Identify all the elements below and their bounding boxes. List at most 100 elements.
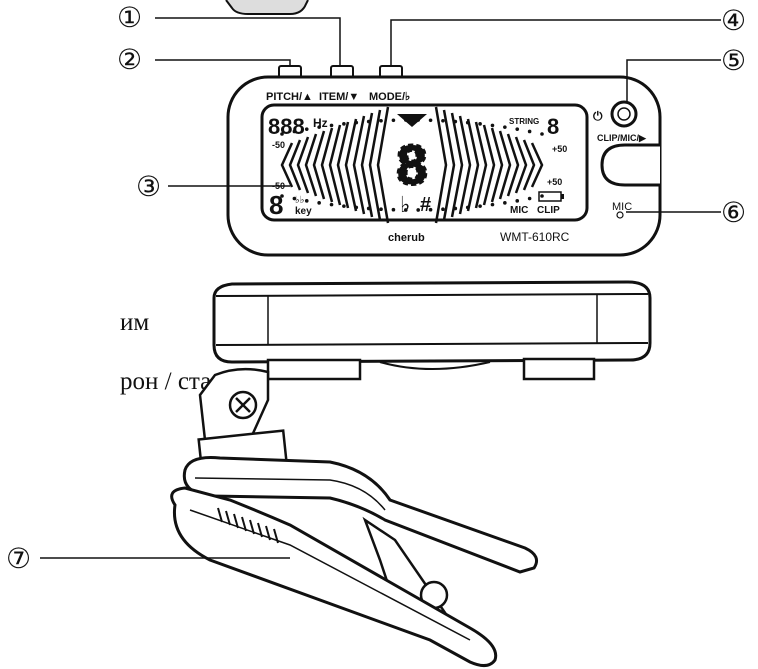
frequency-unit: Hz [313, 116, 328, 130]
meter-dot [280, 194, 284, 198]
flat-symbol: ♭ [400, 192, 410, 217]
meter-dot [515, 127, 520, 131]
meter-chevron-left [312, 130, 326, 200]
meter-chevron-right [514, 136, 528, 194]
clip-tooth [241, 516, 247, 532]
clip-tooth [249, 519, 255, 535]
mic-label: MIC [612, 201, 632, 213]
meter-dot [354, 120, 359, 125]
meter-chevron-left [296, 136, 310, 194]
clip-tooth [225, 510, 231, 526]
mode-button-label: MODE/♭ [369, 91, 410, 103]
clip-tooth [217, 507, 223, 523]
callout-1: ① [117, 3, 142, 34]
callout-line-5 [626, 59, 721, 102]
meter-dot [354, 205, 359, 210]
brand-logo: cherub [388, 232, 425, 244]
meter-chevron-left [376, 106, 390, 224]
meter-chevron-right [506, 133, 520, 197]
meter-chevron-right [466, 118, 480, 212]
battery-tip [561, 194, 564, 199]
callout-6: ⑥ [721, 198, 746, 229]
meter-dot [329, 202, 334, 207]
meter-dot [503, 125, 507, 129]
meter-chevron-right [498, 130, 512, 200]
meter-dot [416, 208, 420, 212]
meter-chevron-left [328, 124, 342, 206]
tuning-meter [280, 106, 544, 224]
callout-line-1 [155, 17, 341, 66]
display-mic-label: MIC [510, 205, 528, 216]
clip-tooth [257, 522, 263, 538]
meter-dot [304, 127, 309, 131]
meter-chevron-right [522, 139, 536, 191]
meter-dot [342, 122, 346, 126]
key-label: key [295, 206, 312, 217]
tuner-front: PITCH/▲ ITEM/▼ MODE/♭ 888 Hz STRING 8 -5… [226, 65, 662, 257]
note-digit: 8 [396, 133, 427, 196]
meter-chevron-left [280, 142, 294, 188]
meter-chevron-right [458, 115, 472, 215]
cents-right-bottom: +50 [547, 177, 562, 187]
callout-line-4 [390, 19, 721, 66]
meter-dot [379, 118, 383, 123]
side-seam-top [215, 293, 649, 297]
callout-3: ③ [136, 172, 161, 203]
clip-tooth [273, 528, 279, 544]
meter-chevron-left [320, 127, 334, 203]
meter-dot [404, 208, 408, 212]
meter-chevron-left [288, 139, 302, 191]
meter-dot [540, 194, 544, 198]
meter-dot [490, 202, 495, 207]
meter-dot [453, 119, 458, 124]
callout-4: ④ [721, 6, 746, 37]
tuner-side [212, 280, 652, 381]
meter-dot [342, 204, 346, 208]
meter-dot [366, 119, 371, 124]
meter-chevron-left [336, 121, 350, 209]
tuner-clip [170, 367, 538, 667]
meter-chevron-right [442, 109, 456, 221]
callout-7: ⑦ [6, 544, 31, 575]
meter-chevron-left [360, 112, 374, 218]
display-clip-label: CLIP [537, 205, 560, 216]
meter-dot [304, 199, 309, 203]
power-icon: ⏻ [593, 109, 603, 123]
meter-dot [428, 118, 433, 123]
meter-chevron-left [304, 133, 318, 197]
key-flats: ♭♭ [295, 195, 304, 206]
meter-dot [317, 201, 321, 205]
side-belly [379, 361, 491, 370]
side-notch [600, 143, 660, 187]
callout-2: ② [117, 45, 142, 76]
meter-dot [379, 207, 383, 212]
power-button-inner [617, 107, 631, 121]
meter-dot [453, 206, 458, 211]
top-clip-remnant [225, 0, 309, 15]
frequency-digits: 888 [268, 114, 305, 139]
meter-dot [280, 132, 284, 136]
meter-chevron-left [368, 109, 382, 221]
meter-chevron-right [450, 112, 464, 218]
meter-dot [366, 206, 371, 211]
clip-tooth [265, 525, 271, 541]
meter-dot [490, 123, 495, 128]
model-name: WMT-610RC [500, 230, 570, 244]
meter-dot [503, 201, 507, 205]
item-button-label: ITEM/▼ [319, 91, 359, 103]
clip-lower-groove [189, 509, 471, 641]
meter-dot [329, 123, 334, 128]
mic-hole-icon [616, 211, 624, 219]
callout-5: ⑤ [721, 46, 746, 77]
meter-dot [292, 196, 297, 201]
meter-dot [317, 125, 321, 129]
meter-chevron-right [530, 142, 544, 188]
meter-dot [515, 199, 520, 203]
side-body [212, 280, 652, 364]
pitch-button-label: PITCH/▲ [266, 91, 313, 103]
key-digit: 8 [269, 190, 283, 220]
side-foot-right [522, 357, 596, 381]
meter-chevron-left [352, 115, 366, 215]
string-label: STRING [509, 117, 539, 126]
meter-chevron-left [344, 118, 358, 212]
